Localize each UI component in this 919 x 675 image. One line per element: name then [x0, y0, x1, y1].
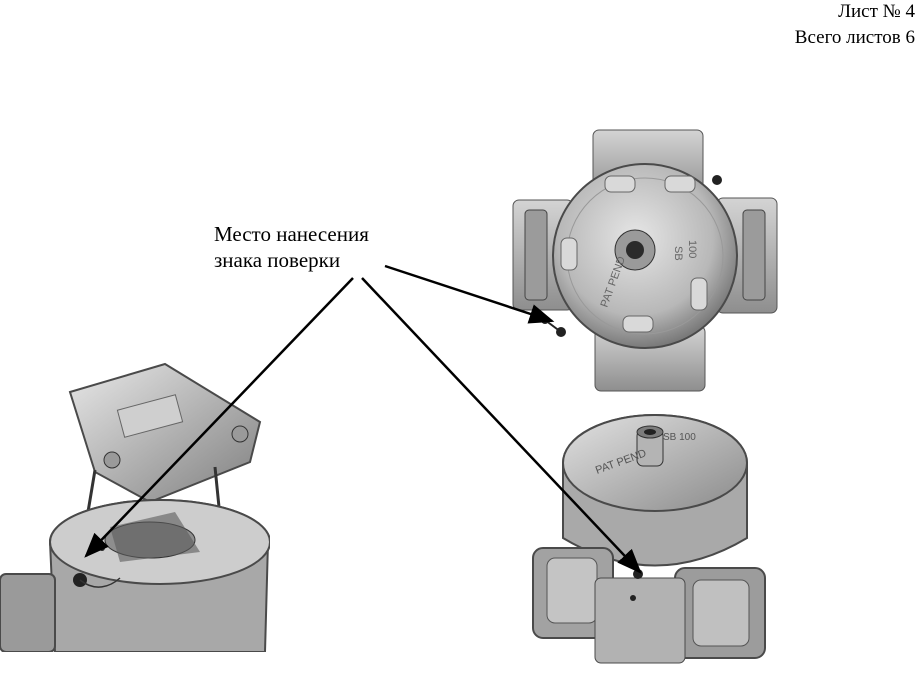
actuator-top-view-photo: PAT PEND SB 100: [512, 129, 778, 392]
caption-line-1: Место нанесения: [214, 222, 369, 246]
svg-text:100: 100: [686, 240, 698, 258]
sheet-number: Лист № 4: [838, 1, 915, 22]
sheet-total: Всего листов 6: [794, 27, 915, 48]
actuator-angled-view-photo: PAT PEND SB 100: [532, 414, 766, 664]
caption-line-2: знака поверки: [214, 248, 341, 272]
svg-text:SB: SB: [672, 246, 684, 261]
actuator-seal-closeup-photo: [0, 362, 270, 652]
verification-mark-caption: Место нанесения знака поверки: [214, 221, 369, 273]
svg-text:SB 100: SB 100: [663, 432, 696, 443]
